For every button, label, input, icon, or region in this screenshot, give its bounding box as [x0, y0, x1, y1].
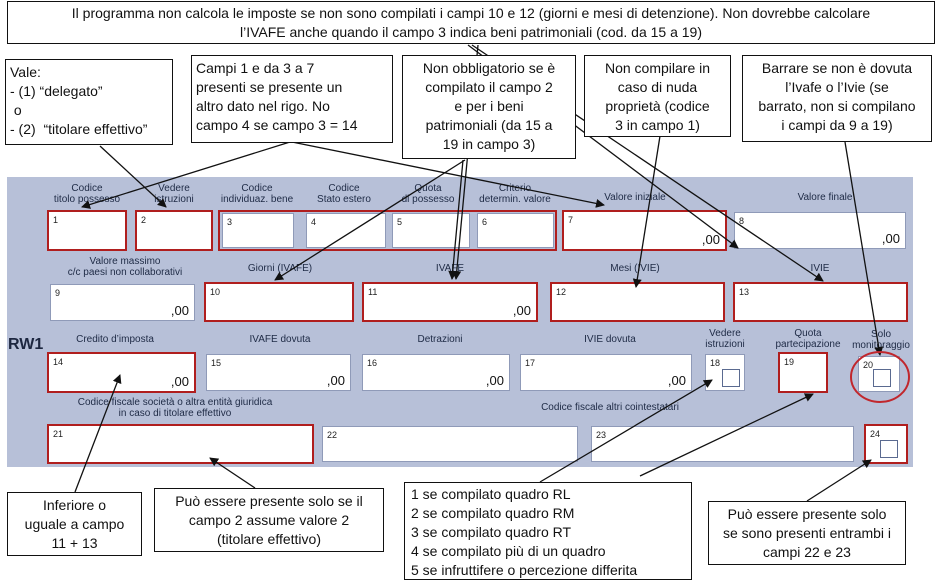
field-13[interactable]: 13 [733, 282, 908, 322]
row-label: RW1 [8, 336, 44, 353]
note-non-obbligatorio: Non obbligatorio se è compilato il campo… [402, 55, 576, 159]
field-16[interactable]: 16,00 [362, 354, 510, 391]
field-11[interactable]: 11,00 [362, 282, 538, 322]
note-top-line2: l’IVAFE anche quando il campo 3 indica b… [239, 24, 702, 40]
field-9[interactable]: 9,00 [50, 284, 195, 321]
field-5[interactable]: 5 [392, 213, 470, 248]
label-ivie: IVIE [810, 263, 830, 274]
note-quadri: 1 se compilato quadro RL 2 se compilato … [404, 482, 692, 580]
checkbox-24[interactable] [880, 440, 898, 458]
note-inferiore: Inferiore o uguale a campo 11 + 13 [7, 492, 142, 556]
label-credito-imposta: Credito d’imposta [76, 334, 154, 345]
field-18[interactable]: 18 [705, 354, 745, 391]
checkbox-18[interactable] [722, 369, 740, 387]
note-barrare: Barrare se non è dovuta l’Ivafe o l’Ivie… [742, 55, 932, 142]
field-8[interactable]: 8,00 [734, 212, 906, 249]
note-nuda-proprieta: Non compilare in caso di nuda proprietà … [584, 55, 731, 137]
label-valore-iniziale: Valore iniziale [604, 192, 666, 203]
field-3[interactable]: 3 [222, 213, 294, 248]
field-10[interactable]: 10 [204, 282, 354, 322]
field-2[interactable]: 2 [135, 210, 213, 251]
label-detrazioni: Detrazioni [417, 334, 463, 345]
note-vale: Vale: - (1) “delegato” o - (2) “titolare… [5, 59, 173, 145]
field-7[interactable]: 7,00 [562, 210, 727, 251]
label-valore-finale: Valore finale [797, 192, 853, 203]
field-20[interactable]: 20 [858, 356, 900, 392]
label-codice-fiscale-cointestatari: Codice fiscale altri cointestatari [541, 402, 679, 413]
field-19[interactable]: 19 [778, 352, 828, 393]
field-22[interactable]: 22 [322, 426, 578, 462]
label-mesi-ivie: Mesi (IVIE) [610, 263, 660, 274]
label-ivafe-dovuta: IVAFE dovuta [249, 334, 311, 345]
label-ivie-dovuta: IVIE dovuta [584, 334, 636, 345]
note-campi-22-23: Può essere presente solo se sono present… [708, 501, 906, 565]
field-12[interactable]: 12 [550, 282, 725, 322]
field-4[interactable]: 4 [306, 213, 386, 248]
label-ivafe: IVAFE [435, 263, 465, 274]
field-6[interactable]: 6 [477, 213, 554, 248]
checkbox-20[interactable] [873, 369, 891, 387]
field-1[interactable]: 1 [47, 210, 127, 251]
label-giorni-ivafe: Giorni (IVAFE) [247, 263, 313, 274]
label-codice-fiscale-societa: Codice fiscale società o altra entità gi… [77, 397, 273, 419]
field-21[interactable]: 21 [47, 424, 314, 464]
note-puo-campo-2: Può essere presente solo se il campo 2 a… [154, 488, 384, 552]
field-17[interactable]: 17,00 [520, 354, 692, 391]
field-14[interactable]: 14,00 [47, 352, 196, 393]
field-23[interactable]: 23 [591, 426, 854, 462]
field-24[interactable]: 24 [864, 424, 908, 464]
note-top: Il programma non calcola le imposte se n… [7, 1, 935, 44]
note-top-line1: Il programma non calcola le imposte se n… [71, 5, 871, 21]
note-campi: Campi 1 e da 3 a 7 presenti se presente … [191, 55, 393, 143]
field-15[interactable]: 15,00 [206, 354, 351, 391]
